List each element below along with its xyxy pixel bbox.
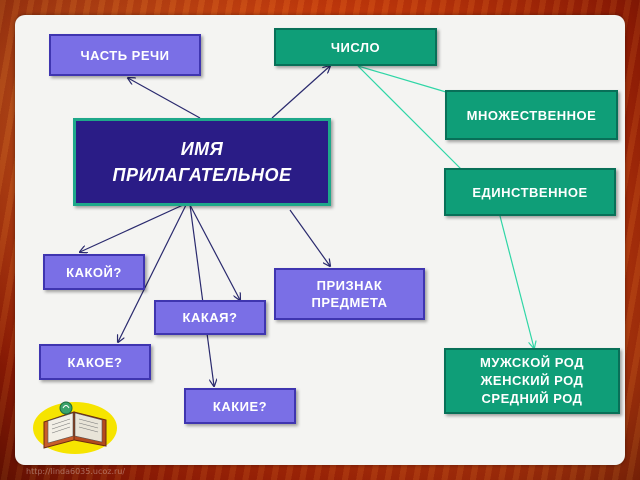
node-attribute-line2: ПРЕДМЕТА (311, 295, 388, 310)
arrow-to-kakaya (189, 204, 240, 300)
node-question-kakoe: КАКОЕ? (39, 344, 151, 380)
node-question-kakie: КАКИЕ? (184, 388, 296, 424)
node-question-kakoy: КАКОЙ? (43, 254, 145, 290)
question-kakoe-label: КАКОЕ? (67, 354, 123, 370)
arrow-to-kakoe (118, 204, 187, 342)
arrow-to-kakie (189, 204, 214, 386)
node-number-label: ЧИСЛО (330, 39, 381, 55)
question-kakie-label: КАКИЕ? (212, 398, 268, 414)
question-kakoy-label: КАКОЙ? (66, 264, 122, 280)
node-attribute: ПРИЗНАК ПРЕДМЕТА (274, 268, 425, 320)
node-part-of-speech-label: ЧАСТЬ РЕЧИ (80, 47, 170, 63)
node-central: ИМЯ ПРИЛАГАТЕЛЬНОЕ (73, 118, 331, 206)
node-central-line2: ПРИЛАГАТЕЛЬНОЕ (112, 165, 292, 185)
open-book-icon (33, 401, 117, 454)
gender-neut-label: СРЕДНИЙ РОД (481, 391, 583, 406)
node-part-of-speech: ЧАСТЬ РЕЧИ (49, 34, 201, 76)
node-plural: МНОЖЕСТВЕННОЕ (445, 90, 618, 140)
gender-fem-label: ЖЕНСКИЙ РОД (480, 373, 584, 388)
gender-masc-label: МУЖСКОЙ РОД (480, 355, 584, 370)
arrow-to-attribute (289, 209, 330, 266)
node-central-line1: ИМЯ (180, 139, 224, 159)
node-singular: ЕДИНСТВЕННОЕ (444, 168, 616, 216)
question-kakaya-label: КАКАЯ? (182, 310, 238, 325)
node-singular-label: ЕДИНСТВЕННОЕ (472, 184, 588, 200)
line-number-plural (357, 65, 447, 93)
node-genders: МУЖСКОЙ РОД ЖЕНСКИЙ РОД СРЕДНИЙ РОД (444, 348, 620, 414)
node-plural-label: МНОЖЕСТВЕННОЕ (466, 107, 597, 123)
node-attribute-line1: ПРИЗНАК (316, 278, 383, 293)
arrow-singular-genders (499, 215, 534, 348)
node-number: ЧИСЛО (274, 28, 437, 66)
arrow-to-kakoy (80, 204, 184, 252)
node-question-kakaya: КАКАЯ? (154, 300, 266, 335)
arrow-to-number (271, 66, 330, 119)
line-number-singular (357, 65, 463, 171)
arrow-to-part-of-speech (128, 78, 201, 119)
footer-url: http://linda6035.ucoz.ru/ (26, 467, 126, 476)
